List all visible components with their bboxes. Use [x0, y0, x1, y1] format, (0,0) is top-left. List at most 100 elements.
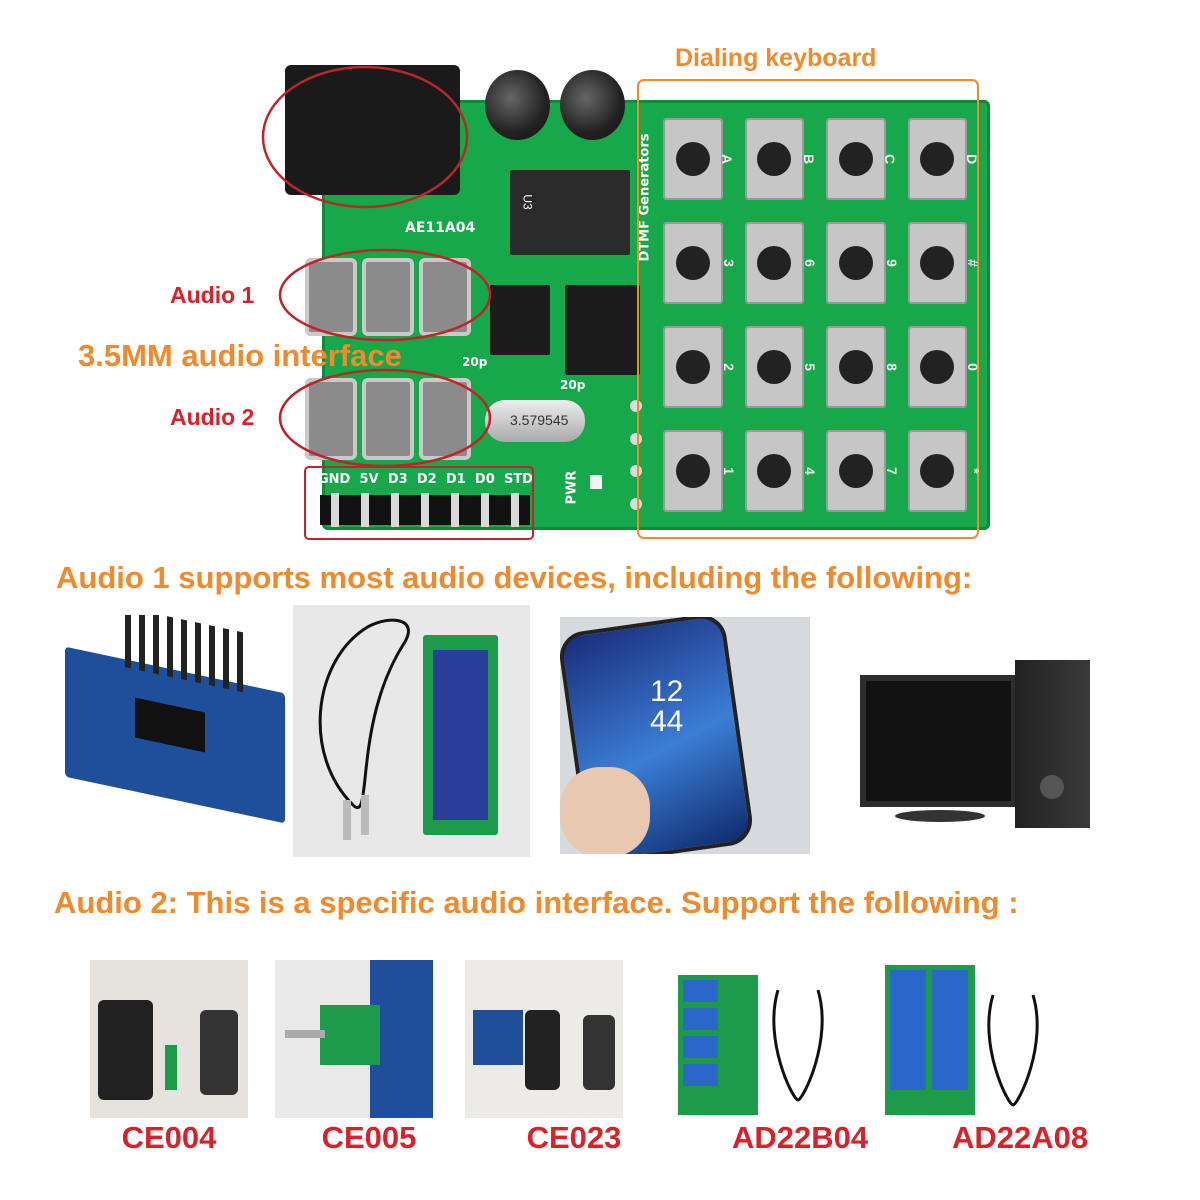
audio-jack-2a	[305, 378, 357, 460]
audio1-label: Audio 1	[170, 282, 255, 308]
phone-1	[525, 1010, 560, 1090]
audio2-label: Audio 2	[170, 404, 255, 430]
power-button-icon	[1040, 775, 1064, 799]
key-5[interactable]: 5	[744, 326, 818, 408]
key-b[interactable]: B	[744, 118, 817, 200]
header-pin	[511, 493, 519, 527]
audio-jack-1c	[419, 258, 471, 336]
phone-clock-minute: 44	[650, 705, 684, 738]
photo-cable-lcd	[293, 605, 530, 857]
module	[320, 1005, 380, 1065]
pin-d1: D1	[445, 472, 466, 487]
chip-label: AE11A04	[405, 220, 476, 236]
header-pin	[391, 493, 399, 527]
crystal-oscillator	[485, 400, 585, 442]
audio-cable-icon	[772, 989, 824, 1102]
power-jack-highlight	[261, 65, 469, 209]
pwr-led	[590, 475, 602, 489]
annotation-overlay	[261, 65, 979, 540]
key-star[interactable]: *	[907, 430, 982, 512]
audio-plug	[285, 1030, 325, 1038]
cap-label-1: 20p	[462, 355, 488, 369]
key-a[interactable]: A	[663, 118, 735, 200]
relays	[683, 980, 718, 1090]
caption-ce004: CE004	[121, 1120, 217, 1155]
header-pin	[451, 493, 459, 527]
interface-label: 3.5MM audio interface	[78, 338, 402, 373]
power-jack	[285, 65, 460, 195]
phone-clock: 12 44	[650, 677, 683, 737]
capacitor-1	[485, 70, 550, 140]
photo-ad22a08	[880, 960, 1050, 1122]
arduino-board	[370, 960, 433, 1118]
hand	[560, 767, 650, 854]
caption-ad22b04: AD22B04	[731, 1120, 869, 1155]
voltage-regulator	[510, 170, 630, 255]
pin-std: STD	[503, 472, 533, 487]
lcd-screen	[433, 650, 488, 820]
audio-jack-2b	[362, 378, 414, 460]
key-d[interactable]: D	[907, 118, 980, 200]
pin-d2: D2	[416, 472, 437, 487]
photo-ce005	[275, 960, 433, 1118]
caption-ce005: CE005	[321, 1120, 417, 1155]
crystal-label: 3.579545	[510, 412, 569, 428]
pin-header-highlight	[304, 466, 534, 540]
module	[165, 1045, 177, 1090]
photo-ce004	[90, 960, 248, 1118]
relays	[890, 970, 968, 1090]
pc-tower	[1015, 660, 1090, 828]
header-pin	[331, 493, 339, 527]
phone-1	[98, 1000, 153, 1100]
key-3[interactable]: 3	[663, 222, 737, 304]
header-pin	[361, 493, 369, 527]
monitor	[860, 675, 1017, 807]
key-7[interactable]: 7	[826, 430, 900, 512]
cable-illustration	[318, 618, 410, 840]
key-4[interactable]: 4	[744, 430, 818, 512]
cap-label-2: 20p	[560, 378, 586, 392]
key-8[interactable]: 8	[826, 326, 900, 408]
ic-chip-2	[565, 285, 640, 375]
pin-d3: D3	[387, 472, 408, 487]
key-0[interactable]: 0	[907, 326, 981, 408]
photo-ad22b04	[668, 960, 838, 1122]
audio-cable-icon	[987, 994, 1039, 1107]
key-c[interactable]: C	[826, 118, 898, 200]
capacitor-2	[560, 70, 625, 140]
audio2-heading: Audio 2: This is a specific audio interf…	[54, 885, 1019, 920]
key-2[interactable]: 2	[663, 326, 737, 408]
ic-chip-1	[490, 285, 550, 355]
pin-d0: D0	[474, 472, 495, 487]
audio1-highlight	[278, 248, 492, 342]
keypad-title: Dialing keyboard	[675, 44, 877, 72]
dialing-keypad: A B C D 3 6 9 # 2 5 8 0 1 4 7 *	[655, 110, 982, 520]
header-pin	[481, 493, 489, 527]
phone-2	[200, 1010, 238, 1095]
caption-ad22a08: AD22A08	[951, 1120, 1089, 1155]
key-6[interactable]: 6	[744, 222, 818, 304]
photo-ce023	[465, 960, 623, 1118]
audio-jack-2c	[419, 378, 471, 460]
audio-jack-1b	[362, 258, 414, 336]
audio2-highlight	[278, 368, 492, 468]
pin-header-labels: GND 5V D3 D2 D1 D0 STD	[318, 472, 533, 487]
caption-ce023: CE023	[526, 1120, 622, 1155]
photo-smartphone: 12 44	[560, 617, 810, 854]
pin-5v: 5V	[359, 472, 379, 487]
pin-gnd: GND	[318, 472, 351, 487]
monitor-stand	[895, 810, 985, 822]
key-1[interactable]: 1	[663, 430, 737, 512]
photo-mp3-module	[55, 615, 295, 835]
phone-clock-hour: 12	[650, 675, 684, 708]
key-hash[interactable]: #	[907, 222, 981, 304]
phone-2	[583, 1015, 615, 1090]
audio1-heading: Audio 1 supports most audio devices, inc…	[56, 560, 973, 595]
key-9[interactable]: 9	[826, 222, 900, 304]
relay-board	[473, 1010, 523, 1065]
header-pin	[421, 493, 429, 527]
pin-header	[320, 493, 530, 527]
keypad-highlight	[637, 79, 979, 539]
photo-desktop-pc	[855, 655, 1095, 830]
audio-jack-1a	[305, 258, 357, 336]
